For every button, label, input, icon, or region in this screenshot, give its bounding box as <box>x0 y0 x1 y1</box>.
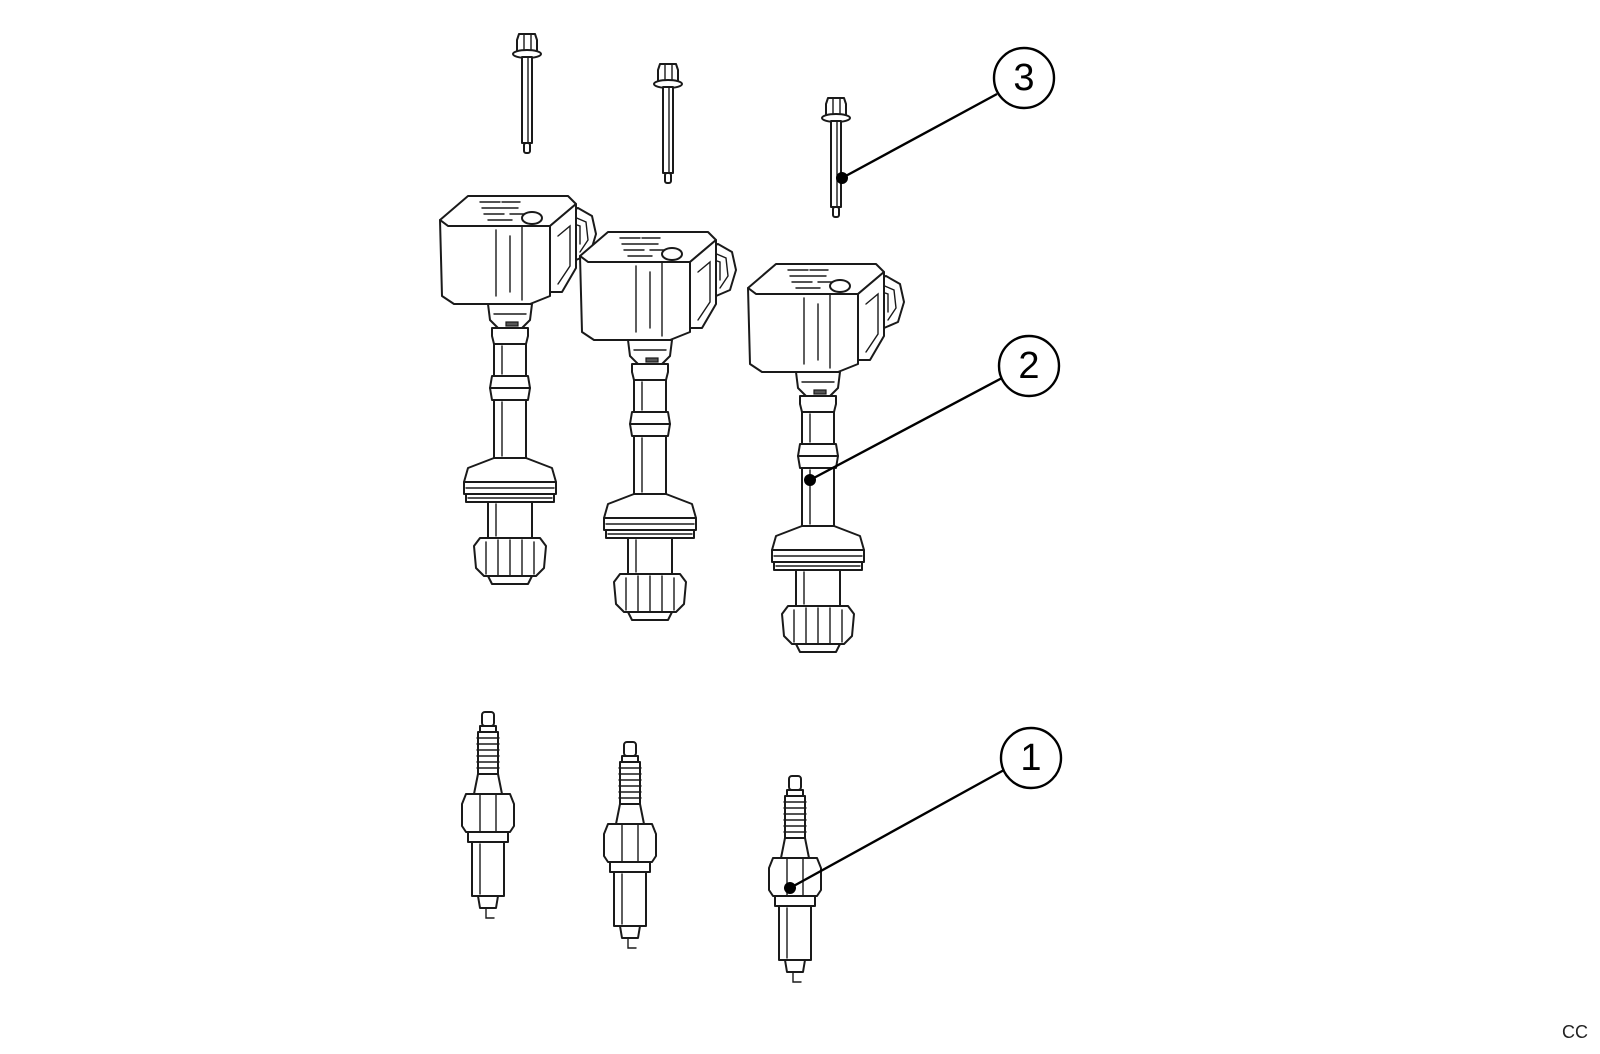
spark-plug-center <box>603 741 657 949</box>
callout-1: 1 <box>784 726 1063 894</box>
spark-plug-right <box>768 775 822 983</box>
figure-code: CC <box>1562 1022 1588 1042</box>
callout-3-number: 3 <box>1013 57 1034 99</box>
ignition-coil-left <box>439 195 597 585</box>
ignition-coil-center <box>579 231 737 621</box>
callout-3: 3 <box>836 46 1056 184</box>
ignition-coil-right <box>747 263 905 653</box>
callout-2-number: 2 <box>1018 345 1039 387</box>
spark-plug-left <box>461 711 515 919</box>
bolt-right <box>821 97 851 218</box>
bolt-left <box>512 33 542 154</box>
callout-2: 2 <box>804 334 1061 486</box>
bolt-center <box>653 63 683 184</box>
callout-1-number: 1 <box>1020 737 1041 779</box>
